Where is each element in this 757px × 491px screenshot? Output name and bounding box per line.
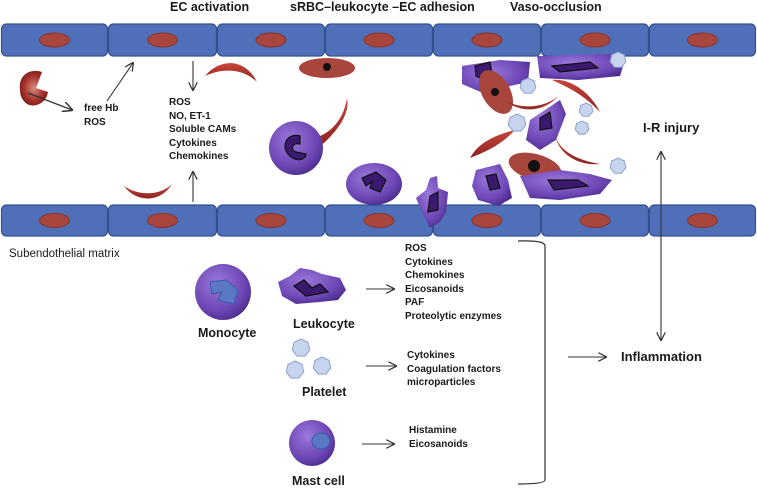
subendothelial-matrix-label: Subendothelial matrix	[9, 248, 120, 260]
inflammation-label: Inflammation	[621, 349, 702, 364]
ec-activation-products-list: ROS NO, ET-1 Soluble CAMs Cytokines Chem…	[169, 96, 236, 164]
header-adhesion: sRBC–leukocyte –EC adhesion	[290, 0, 475, 14]
platelet-icon	[507, 113, 527, 132]
platelet-icon	[285, 338, 332, 379]
platelet-icon	[312, 356, 332, 375]
free-hb-to-ec-arrow	[106, 63, 133, 102]
endothelial-nucleus-icon	[255, 213, 287, 228]
leukocyte-icon	[278, 268, 346, 304]
leukocyte-products-list: ROS Cytokines Chemokines Eicosanoids PAF…	[405, 242, 502, 324]
mast-cell-icon	[289, 420, 335, 466]
list-item: Chemokines	[169, 151, 229, 163]
list-item: PAF	[405, 297, 425, 309]
platelet-icon	[519, 77, 537, 94]
leukocyte-icon	[269, 121, 323, 175]
list-item: Eicosanoids	[409, 438, 468, 450]
endothelial-nucleus-icon	[579, 213, 611, 228]
transmigrating-leukocyte-icon	[416, 176, 448, 228]
header-ec-activation: EC activation	[170, 0, 250, 14]
endothelial-nucleus-icon	[471, 32, 503, 48]
platelet-label: Platelet	[302, 385, 347, 399]
products-bracket	[517, 240, 546, 485]
list-item: Chemokines	[405, 270, 465, 282]
platelet-icon	[609, 51, 627, 68]
list-item: Cytokines	[407, 350, 455, 361]
list-item: NO, ET-1	[169, 110, 211, 122]
endothelial-nucleus-icon	[39, 213, 70, 228]
list-item: ROS	[405, 243, 427, 254]
platelet-icon	[291, 338, 311, 357]
hemolysing-rbc-icon	[19, 70, 48, 106]
endothelial-nucleus-icon	[39, 32, 70, 48]
header-vaso-occlusion: Vaso-occlusion	[510, 0, 602, 14]
rbc-nucleus-icon	[323, 63, 331, 71]
list-item: Coagulation factors	[407, 363, 501, 375]
list-item: ROS	[169, 97, 191, 108]
list-item: Proteolytic enzymes	[405, 310, 502, 322]
endothelial-nucleus-icon	[579, 32, 611, 48]
monocyte-label: Monocyte	[198, 326, 257, 340]
mast-cell-products-list: Histamine Eicosanoids	[409, 424, 468, 451]
mast-cell-label: Mast cell	[292, 474, 345, 488]
platelet-icon	[574, 120, 590, 135]
sickle-rbc-icon	[124, 184, 172, 199]
endothelial-nucleus-icon	[363, 213, 395, 228]
ir-injury-label: I-R injury	[643, 120, 700, 135]
list-item: Cytokines	[405, 256, 453, 268]
list-item: ROS	[84, 116, 106, 128]
leukocyte-label: Leukocyte	[293, 317, 355, 331]
endothelial-nucleus-icon	[363, 32, 395, 48]
endothelial-nucleus-icon	[255, 32, 287, 48]
list-item: Histamine	[409, 425, 457, 436]
platelet-icon	[609, 157, 627, 174]
hemolysis-arrow	[27, 92, 72, 110]
list-item: microparticles	[407, 377, 476, 389]
vaso-occlusion-cluster	[462, 54, 625, 206]
platelet-icon	[578, 102, 594, 117]
endothelial-nucleus-icon	[687, 32, 718, 48]
list-item: Soluble CAMs	[169, 124, 237, 136]
endothelium-bottom-row	[0, 204, 757, 237]
endothelial-nucleus-icon	[147, 32, 178, 48]
sickle-rbc-icon	[205, 63, 257, 82]
list-item: Eicosanoids	[405, 283, 464, 295]
list-item: free Hb	[84, 103, 119, 114]
monocyte-icon	[195, 264, 251, 320]
endothelial-nucleus-icon	[147, 213, 178, 228]
platelet-cluster	[507, 51, 627, 174]
platelet-icon	[285, 360, 305, 379]
endothelial-nucleus-icon	[687, 213, 718, 228]
leukocyte-icon	[346, 163, 402, 205]
list-item: Cytokines	[169, 137, 217, 149]
endothelium-top-row	[0, 23, 757, 57]
endothelial-nucleus-icon	[471, 213, 503, 228]
hemolysis-products-list: free Hb ROS	[84, 102, 118, 129]
platelet-products-list: Cytokines Coagulation factors microparti…	[407, 349, 501, 390]
